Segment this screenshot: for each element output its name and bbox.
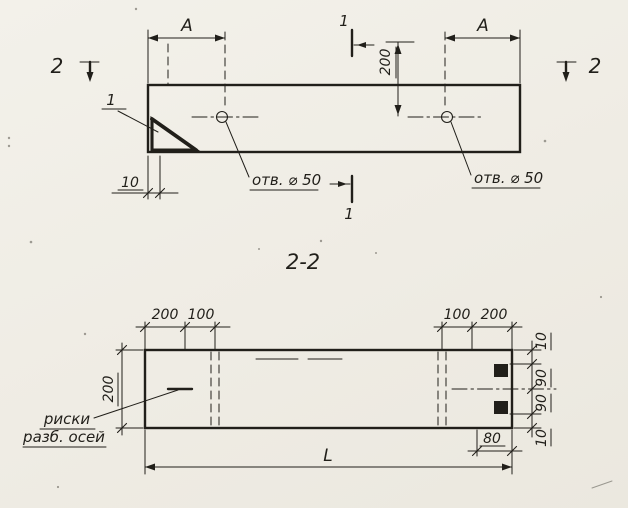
- arrowhead: [145, 463, 155, 471]
- speckle: [599, 295, 603, 299]
- hole-label: отв. ⌀ 50: [474, 169, 543, 187]
- tick: [526, 358, 538, 370]
- dim-label: 200: [481, 307, 508, 323]
- arrowhead: [562, 72, 570, 82]
- dim-label: 10: [534, 332, 550, 350]
- axis-marks-note: риски разб. осей: [22, 387, 194, 448]
- dimension-80: 80: [467, 429, 523, 457]
- plan-view: 1 отв. ⌀ 50 отв. ⌀ 50: [51, 12, 602, 223]
- notch-square: [494, 364, 508, 377]
- dimension-a-left: A: [147, 16, 226, 110]
- notches-right: [451, 364, 557, 414]
- section-mark-2-right: 2: [556, 54, 602, 82]
- hidden-lines: [210, 351, 447, 427]
- cut-number: 1: [339, 12, 349, 30]
- tick: [179, 321, 191, 333]
- dimension-a-right: A: [444, 16, 521, 110]
- note-text: разб. осей: [22, 428, 105, 446]
- tick: [526, 383, 538, 395]
- tick: [466, 321, 478, 333]
- speckle: [375, 252, 377, 254]
- tick: [526, 344, 538, 356]
- dim-label: 90: [534, 369, 550, 387]
- arrowhead: [357, 42, 366, 48]
- detail-label: 1: [106, 91, 116, 109]
- dim-label: 90: [534, 394, 550, 412]
- dim-label: 10: [534, 429, 550, 447]
- tick: [209, 321, 221, 333]
- hole-label: отв. ⌀ 50: [252, 171, 321, 189]
- cut-number: 1: [344, 205, 354, 223]
- arrowhead: [510, 34, 520, 42]
- dimension-200-plan: 200: [378, 41, 415, 117]
- dimension-chain-right: 10 90 90 10: [509, 332, 552, 447]
- dimension-10-plan: 10: [111, 155, 179, 200]
- note-text: риски: [43, 410, 91, 428]
- leader-line: [450, 121, 472, 176]
- cut-mark-1-top: 1: [339, 12, 375, 58]
- hole-circle: [440, 110, 454, 124]
- scan-speckles: [7, 7, 613, 489]
- dim-label: 200: [378, 49, 394, 76]
- tick: [471, 445, 483, 457]
- dim-label: 80: [483, 431, 501, 447]
- section-mark-2-left: 2: [51, 54, 100, 82]
- beam-outline-plan: [146, 83, 522, 154]
- arrowhead: [215, 34, 225, 42]
- leader-line: [117, 110, 159, 133]
- tick: [526, 408, 538, 420]
- dimension-top-left: 200 100: [135, 307, 231, 350]
- triangle-hypotenuse: [150, 117, 198, 152]
- section-number: 2: [589, 54, 602, 78]
- tick: [116, 344, 128, 356]
- notch-square: [494, 401, 508, 414]
- arrowhead: [148, 34, 158, 42]
- dimension-height-left: 200: [101, 342, 144, 436]
- section-view: 2-2 200 100: [22, 250, 557, 475]
- arrowhead: [445, 34, 455, 42]
- speckle: [56, 485, 60, 489]
- dimension-length: L: [144, 429, 513, 475]
- speckle: [319, 239, 323, 243]
- dim-label: 200: [152, 307, 179, 323]
- hole-circle: [215, 110, 229, 124]
- tick: [139, 321, 151, 333]
- dim-label: A: [180, 16, 193, 36]
- speckle: [134, 7, 138, 11]
- tick: [154, 187, 166, 199]
- section-title: 2-2: [286, 250, 320, 274]
- speckle-stroke: [591, 480, 613, 489]
- tick: [116, 422, 128, 434]
- tick: [142, 187, 154, 199]
- cut-mark-1-bottom: 1: [329, 174, 354, 223]
- arrowhead: [86, 72, 94, 82]
- speckle: [7, 144, 11, 148]
- tick: [506, 321, 518, 333]
- leader-line: [225, 121, 250, 178]
- dimension-top-right: 100 200: [433, 307, 523, 350]
- dim-label: 100: [444, 307, 471, 323]
- speckle: [7, 136, 11, 140]
- tick: [436, 321, 448, 333]
- speckle: [83, 332, 87, 336]
- corner-detail-triangle: [150, 116, 201, 152]
- arrowhead: [502, 463, 512, 471]
- dim-label: 10: [121, 175, 139, 191]
- leader-line: [93, 389, 179, 419]
- speckle: [29, 240, 33, 244]
- hole-left: отв. ⌀ 50: [191, 110, 321, 191]
- speckle: [543, 139, 547, 143]
- arrowhead: [338, 181, 347, 187]
- hole-right: отв. ⌀ 50: [407, 110, 543, 189]
- section-number: 2: [51, 54, 64, 78]
- tick: [526, 422, 538, 434]
- arrowhead: [394, 105, 402, 115]
- dim-label: L: [323, 446, 332, 466]
- speckle: [258, 248, 260, 250]
- dim-label: A: [476, 16, 489, 36]
- dim-label: 100: [188, 307, 215, 323]
- detail-callout: 1: [101, 91, 159, 133]
- dim-label: 200: [101, 376, 117, 403]
